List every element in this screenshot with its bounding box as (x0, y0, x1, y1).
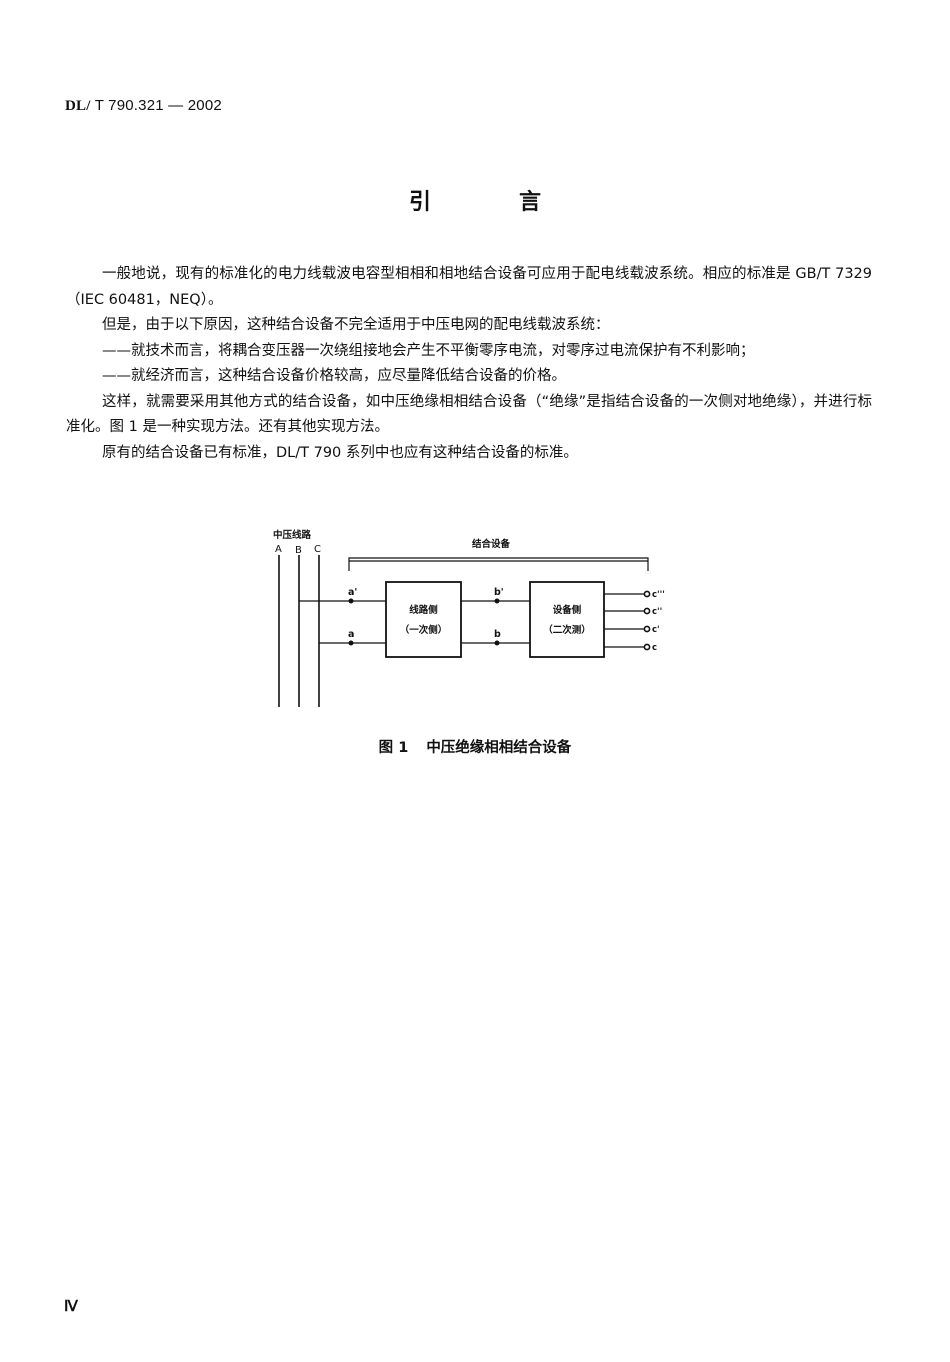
title-char-2: 言 (519, 190, 542, 215)
phase-lines (278, 555, 320, 707)
primary-side-label: （一次侧） (400, 624, 448, 636)
title-char-1: 引 (408, 190, 431, 215)
bracket-label: 结合设备 (471, 538, 511, 550)
output-terminals (643, 590, 651, 651)
line-side-box (385, 581, 462, 658)
paragraph-2: 但是，由于以下原因，这种结合设备不完全适用于中压电网的配电线载波系统： (102, 317, 610, 333)
paragraph-5: 这样，就需要采用其他方式的结合设备，如中压绝缘相相结合设备（“绝缘”是指结合设备… (66, 393, 872, 436)
equipment-side-label: 设备侧 (553, 604, 582, 616)
line-group-label: 中压线路 (273, 529, 312, 541)
paragraph-3: ——就技术而言，将耦合变压器一次绕组接地会产生不平衡零序电流，对零序过电流保护有… (102, 342, 755, 359)
equipment-side-box (529, 581, 605, 658)
junction-dots (348, 598, 500, 646)
phase-label-a: A (275, 544, 282, 555)
coupling-device-diagram: 中压线路 A B C 结合设备 a' a b' (260, 525, 680, 715)
coupling-device-bracket (348, 557, 649, 571)
figure-caption-text: 中压绝缘相相结合设备 (426, 740, 572, 756)
output-c-triple-prime: c''' (652, 590, 665, 600)
secondary-side-label: （二次测） (543, 624, 591, 636)
standard-number-header: DL/ T 790.321 — 2002 (65, 97, 222, 115)
standard-code: T 790.321 — 2002 (94, 97, 222, 114)
page-number: Ⅳ (64, 1299, 78, 1315)
node-b-prime: b' (494, 587, 504, 598)
node-a: a (348, 629, 354, 640)
paragraph-1: 一般地说，现有的标准化的电力线载波电容型相相和相地结合设备可应用于配电线载波系统… (66, 266, 872, 308)
standard-prefix: DL/ (65, 98, 91, 114)
phase-label-b: B (295, 545, 302, 556)
line-side-label: 线路侧 (409, 604, 438, 616)
figure-number: 图 1 (378, 740, 409, 756)
output-wires (604, 593, 644, 648)
phase-label-c: C (314, 544, 321, 555)
paragraph-6: 原有的结合设备已有标准，DL/T 790 系列中也应有这种结合设备的标准。 (102, 444, 578, 461)
node-a-prime: a' (348, 587, 357, 598)
figure-caption: 图 1 中压绝缘相相结合设备 (0, 736, 950, 757)
section-title: 引言 (0, 184, 950, 216)
output-c-prime: c' (652, 625, 660, 635)
output-c-double-prime: c'' (652, 607, 662, 617)
paragraph-4: ——就经济而言，这种结合设备价格较高，应尽量降低结合设备的价格。 (102, 368, 566, 384)
body-text: 一般地说，现有的标准化的电力线载波电容型相相和相地结合设备可应用于配电线载波系统… (66, 262, 872, 466)
output-c: c (652, 643, 657, 653)
node-b: b (494, 629, 501, 640)
